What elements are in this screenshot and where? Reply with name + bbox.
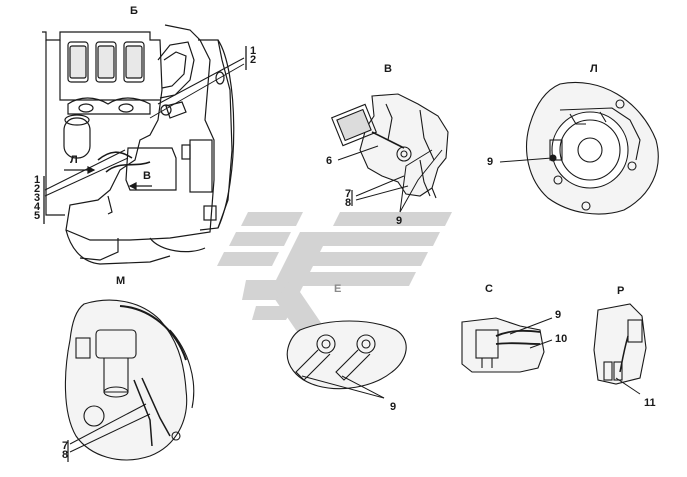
- callout-stack-top: 1 2: [250, 45, 257, 66]
- callout-10-s: 10: [555, 333, 568, 345]
- callout-6: 6: [326, 155, 333, 167]
- view-v-drawing: [330, 93, 449, 213]
- callout-number: 7: [345, 188, 352, 200]
- arrow-label-l: Л: [70, 154, 78, 166]
- callout-number: 8: [62, 449, 69, 461]
- view-e-drawing: [286, 320, 407, 399]
- arrow-label-v: В: [143, 170, 151, 182]
- callout-number: 5: [34, 210, 41, 222]
- view-title-r: Р: [617, 285, 625, 297]
- view-m-drawing: [64, 299, 195, 462]
- callout-9-v: 9: [396, 215, 403, 227]
- view-title-e: Е: [334, 283, 342, 295]
- view-l-drawing: [499, 82, 659, 215]
- callout-number: 7: [62, 440, 69, 452]
- view-s-drawing: [461, 317, 553, 373]
- callout-11-r: 11: [644, 397, 656, 409]
- callout-number: 2: [250, 54, 257, 66]
- callout-stack-78-v: 7 8: [345, 188, 352, 209]
- watermark-logo: [217, 212, 452, 336]
- callout-number: 2: [34, 183, 41, 195]
- callout-9-e: 9: [390, 401, 397, 413]
- callout-stack-left: 1 2 3 4 5: [34, 174, 41, 222]
- view-title-m: М: [116, 275, 126, 287]
- callout-number: 8: [345, 197, 352, 209]
- view-title-v: В: [384, 63, 392, 75]
- callout-number: 3: [34, 192, 41, 204]
- callout-stack-78-m: 7 8: [62, 440, 69, 461]
- callout-number: 1: [34, 174, 41, 186]
- callout-9-s: 9: [555, 309, 562, 321]
- callout-number: 4: [34, 201, 41, 213]
- main-engine-view: [42, 24, 247, 265]
- view-title-l: Л: [590, 63, 598, 75]
- view-r-drawing: [593, 303, 647, 395]
- view-title-b: Б: [130, 5, 138, 17]
- callout-number: 1: [250, 45, 257, 57]
- callout-9-l: 9: [487, 156, 494, 168]
- view-title-s: С: [485, 283, 493, 295]
